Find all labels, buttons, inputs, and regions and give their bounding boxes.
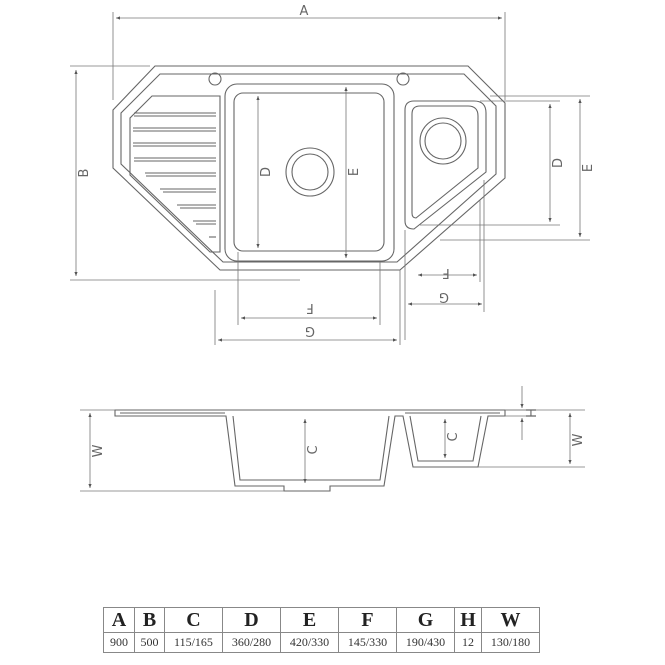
header-E: E: [280, 607, 339, 633]
dimensions-value-row: 900 500 115/165 360/280 420/330 145/330 …: [103, 632, 540, 653]
value-C: 115/165: [164, 632, 223, 653]
label-B: B: [77, 169, 92, 178]
small-bowl-inner: [411, 105, 479, 219]
tap-hole-left: [208, 72, 222, 86]
label-H: H: [525, 408, 540, 418]
small-bowl-outer: [404, 100, 487, 230]
label-D-small: D: [551, 158, 566, 168]
header-H: H: [454, 607, 482, 633]
small-drain-outer: [419, 117, 467, 165]
header-A: A: [103, 607, 135, 633]
small-drain-inner: [424, 122, 462, 160]
drainboard-grooves: [133, 112, 216, 238]
value-D: 360/280: [222, 632, 281, 653]
side-view-profile: [114, 409, 506, 492]
main-drain-outer: [285, 147, 335, 197]
label-C-small: C: [446, 432, 461, 441]
main-drain-inner: [291, 153, 329, 191]
label-W-right: W: [571, 433, 586, 446]
side-view-small-inner: [409, 415, 482, 462]
header-D: D: [222, 607, 281, 633]
header-F: F: [338, 607, 397, 633]
header-B: B: [134, 607, 165, 633]
label-W-left: W: [91, 444, 106, 457]
label-E-small: E: [581, 164, 596, 172]
sink-outer-outline: [112, 65, 506, 271]
label-G-main: G: [305, 323, 315, 338]
value-A: 900: [103, 632, 135, 653]
label-F-small: F: [442, 265, 449, 280]
label-D-main: D: [259, 167, 274, 177]
label-G-small: G: [439, 289, 449, 304]
drainboard-outline: [129, 95, 221, 253]
header-C: C: [164, 607, 223, 633]
value-F: 145/330: [338, 632, 397, 653]
side-view-inner-profile: [232, 415, 390, 481]
value-E: 420/330: [280, 632, 339, 653]
value-H: 12: [454, 632, 482, 653]
dimensions-header-row: A B C D E F G H W: [103, 607, 540, 633]
header-W: W: [481, 607, 540, 633]
value-B: 500: [134, 632, 165, 653]
main-bowl-inner: [233, 92, 385, 252]
main-bowl-outer: [224, 83, 395, 262]
sink-inner-outline: [120, 73, 497, 263]
label-E-main: E: [347, 168, 362, 176]
label-C-main: C: [306, 445, 321, 454]
label-F-main: F: [306, 300, 313, 315]
value-G: 190/430: [396, 632, 455, 653]
header-G: G: [396, 607, 455, 633]
tap-hole-right: [396, 72, 410, 86]
value-W: 130/180: [481, 632, 540, 653]
dimensions-table: A B C D E F G H W 900 500 115/165 360/28…: [103, 607, 540, 653]
label-A: A: [300, 4, 309, 19]
